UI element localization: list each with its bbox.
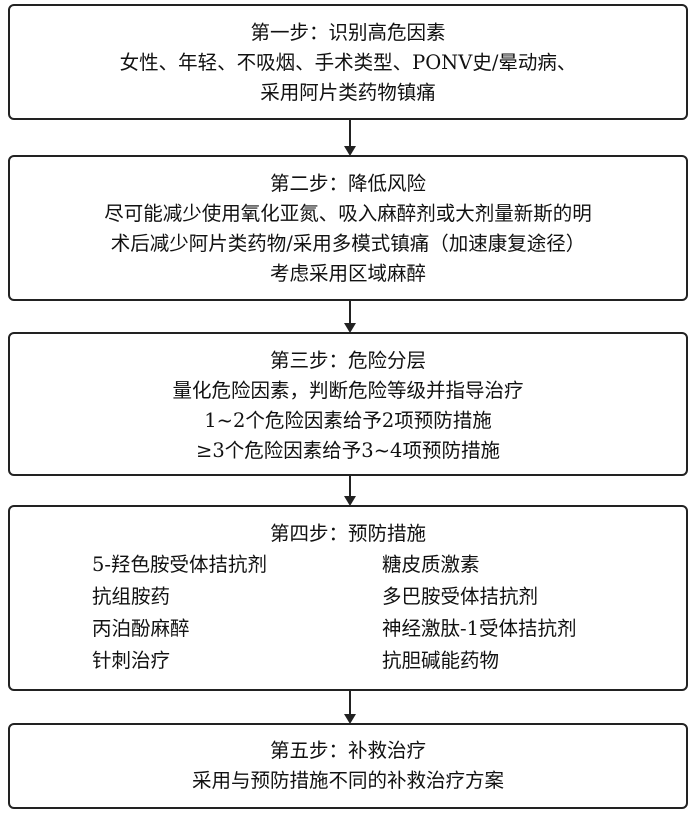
step1-title: 第一步：识别高危因素 [250,21,446,44]
prevention-item: 5-羟色胺受体拮抗剂 [92,553,267,576]
prevention-item: 多巴胺受体拮抗剂 [382,585,539,608]
step5-title: 第五步：补救治疗 [269,739,426,762]
prevention-list: 5-羟色胺受体拮抗剂 糖皮质激素 抗组胺药 多巴胺受体拮抗剂 丙泊酚麻醉 神经激… [10,549,686,677]
arrow-down-icon [344,691,356,724]
prevention-item: 针刺治疗 [92,649,171,672]
step4-box: 第四步：预防措施 5-羟色胺受体拮抗剂 糖皮质激素 抗组胺药 多巴胺受体拮抗剂 … [8,505,688,691]
step2-line: 尽可能减少使用氧化亚氮、吸入麻醉剂或大剂量新斯的明 [104,202,592,225]
step2-box: 第二步：降低风险 尽可能减少使用氧化亚氮、吸入麻醉剂或大剂量新斯的明 术后减少阿… [8,155,688,301]
arrow-down-icon [344,301,356,333]
prevention-item: 抗组胺药 [92,585,171,608]
step5-box: 第五步：补救治疗 采用与预防措施不同的补救治疗方案 [8,723,688,809]
step1-box: 第一步：识别高危因素 女性、年轻、不吸烟、手术类型、PONV史/晕动病、 采用阿… [8,4,688,120]
step2-line: 术后减少阿片类药物/采用多模式镇痛（加速康复途径） [110,232,586,255]
step2-title: 第二步：降低风险 [269,172,426,195]
arrow-down-icon [344,476,356,506]
arrow-down-icon [344,120,356,156]
step4-title: 第四步：预防措施 [269,522,426,545]
step2-line: 考虑采用区域麻醉 [269,262,426,285]
prevention-item: 抗胆碱能药物 [382,649,500,672]
step3-title: 第三步：危险分层 [269,349,426,372]
step1-line: 采用阿片类药物镇痛 [260,81,436,104]
step3-box: 第三步：危险分层 量化危险因素，判断危险等级并指导治疗 1~2个危险因素给予2项… [8,332,688,476]
step1-line: 女性、年轻、不吸烟、手术类型、PONV史/晕动病、 [119,51,577,74]
step5-line: 采用与预防措施不同的补救治疗方案 [191,769,504,792]
prevention-item: 丙泊酚麻醉 [92,617,190,640]
step3-line: 1~2个危险因素给予2项预防措施 [204,409,492,432]
prevention-item: 神经激肽-1受体拮抗剂 [382,617,577,640]
prevention-item: 糖皮质激素 [382,553,480,576]
step3-line: 量化危险因素，判断危险等级并指导治疗 [172,379,524,402]
step3-line: ≥3个危险因素给予3~4项预防措施 [196,439,500,462]
